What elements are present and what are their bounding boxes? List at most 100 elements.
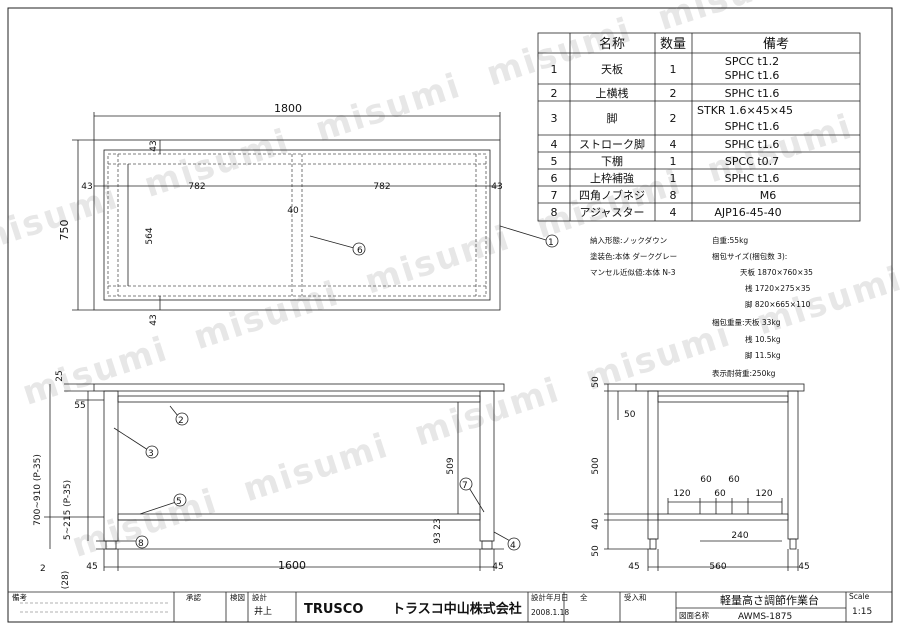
row-name: アジャスター bbox=[579, 206, 644, 219]
row-note: SPCC t1.2 bbox=[725, 55, 779, 68]
spec-line: 塗装色:本体 ダークグレー bbox=[590, 251, 677, 261]
dim-leg-right: 45 bbox=[492, 562, 503, 572]
watermark-text: misumi bbox=[581, 314, 737, 399]
dim-60a: 60 bbox=[700, 475, 712, 485]
dim-top-thickness: 25 bbox=[55, 370, 65, 381]
row-name: ストローク脚 bbox=[579, 137, 645, 151]
dim-shelf-range: 5~215 (P-35) bbox=[63, 480, 73, 540]
dim-shelf: 40 bbox=[591, 518, 601, 530]
row-no: 6 bbox=[551, 172, 558, 185]
designer-name: 井上 bbox=[254, 605, 272, 617]
watermark-text: misumi bbox=[67, 481, 223, 566]
dim-60c: 60 bbox=[728, 475, 740, 485]
scale-value: 1:15 bbox=[852, 607, 872, 617]
row-qty: 2 bbox=[670, 112, 677, 125]
dim-60b: 60 bbox=[714, 489, 726, 499]
row-note: SPHC t1.6 bbox=[725, 120, 780, 133]
watermark-text: misumi bbox=[409, 370, 565, 455]
row-qty: 2 bbox=[670, 87, 677, 100]
spec-notes-right: 自重:55kg 梱包サイズ(梱包数 3): 天板 1870×760×35 桟 1… bbox=[712, 235, 813, 378]
row-no: 8 bbox=[551, 206, 558, 219]
row-note: SPHC t1.6 bbox=[725, 138, 780, 151]
header-notes: 備考 bbox=[763, 36, 789, 52]
side-view-labels: 50 50 500 40 50 120 60 60 60 120 240 45 … bbox=[591, 376, 810, 572]
row-qty: 8 bbox=[670, 189, 677, 202]
dim-center: 40 bbox=[287, 206, 299, 216]
header-name: 名称 bbox=[599, 36, 625, 52]
approve-label: 承認 bbox=[186, 592, 201, 602]
dim-inner-depth: 560 bbox=[709, 562, 726, 572]
row-qty: 1 bbox=[670, 63, 677, 76]
callout-bubble bbox=[507, 537, 521, 551]
scale-label: Scale bbox=[849, 592, 870, 601]
callout: 2 bbox=[178, 416, 184, 426]
design-date: 2008.1.18 bbox=[531, 608, 569, 617]
front-view-labels: 25 55 700~910 (P-35) 5~215 (P-35) 2 (28)… bbox=[33, 370, 521, 589]
dim-leg-left: 45 bbox=[86, 562, 97, 572]
row-name: 下棚 bbox=[601, 154, 623, 168]
dim-foot-paren: (28) bbox=[61, 571, 71, 589]
dim-edge-top: 43 bbox=[149, 140, 159, 151]
all-label: 全 bbox=[580, 592, 588, 602]
side-view bbox=[604, 383, 805, 571]
callout: 4 bbox=[510, 541, 516, 551]
spec-line: 梱包重量:天板 33kg bbox=[712, 317, 781, 327]
spec-line: 桟 1720×275×35 bbox=[745, 283, 811, 293]
dim-120b: 120 bbox=[755, 489, 772, 499]
spec-line: 表示耐荷重:250kg bbox=[712, 368, 776, 378]
dim-span-right: 782 bbox=[373, 182, 390, 192]
spec-line: 自重:55kg bbox=[712, 235, 748, 245]
sheet-border bbox=[7, 7, 893, 623]
dim-93: 93 bbox=[433, 532, 443, 543]
row-no: 5 bbox=[551, 155, 558, 168]
dim-depth: 750 bbox=[58, 220, 71, 241]
row-name: 四角ノブネジ bbox=[579, 188, 645, 202]
callout-6: 6 bbox=[357, 246, 363, 256]
callout-bubble bbox=[135, 535, 149, 549]
dim-height: 500 bbox=[591, 457, 601, 474]
spec-line: 天板 1870×760×35 bbox=[740, 267, 813, 277]
company-name: トラスコ中山株式会社 bbox=[392, 601, 522, 617]
row-note: SPHC t1.6 bbox=[725, 172, 780, 185]
callout-bubble bbox=[459, 477, 473, 491]
dim-rail: 55 bbox=[74, 401, 85, 411]
callout-bubble bbox=[173, 493, 187, 507]
watermark-text: misumi bbox=[482, 10, 638, 95]
dim-edge-left: 43 bbox=[81, 182, 92, 192]
row-note: STKR 1.6×45×45 bbox=[697, 104, 793, 117]
dim-leg-right: 45 bbox=[798, 562, 809, 572]
spec-line: 桟 10.5kg bbox=[745, 334, 781, 344]
top-view bbox=[72, 112, 547, 311]
design-label: 設計 bbox=[252, 592, 267, 602]
dim-span-left: 782 bbox=[188, 182, 205, 192]
row-name: 天板 bbox=[601, 62, 623, 76]
date-label: 設計年月日 bbox=[531, 592, 569, 602]
watermark-text: misumi bbox=[18, 329, 174, 414]
callout: 3 bbox=[148, 449, 154, 459]
row-name: 上枠補強 bbox=[590, 171, 634, 185]
dim-edge-bottom: 43 bbox=[149, 314, 159, 325]
row-no: 2 bbox=[551, 87, 558, 100]
dim-240: 240 bbox=[731, 531, 748, 541]
buyer-label: 受入和 bbox=[624, 592, 647, 602]
remarks-label: 備考 bbox=[12, 592, 27, 602]
callout-bubble bbox=[175, 412, 189, 426]
dim-120a: 120 bbox=[673, 489, 690, 499]
callout-bubble bbox=[145, 445, 159, 459]
row-qty: 4 bbox=[670, 138, 677, 151]
brand-logo: TRUSCO bbox=[304, 602, 363, 617]
row-qty: 4 bbox=[670, 206, 677, 219]
dim-overall-width: 1800 bbox=[274, 102, 302, 115]
drawing-number: AWMS-1875 bbox=[738, 612, 792, 622]
spec-line: マンセル近似値:本体 N-3 bbox=[590, 267, 676, 277]
row-no: 3 bbox=[551, 112, 558, 125]
watermark: misumi misumi misumi misumi misumi misum… bbox=[0, 0, 900, 566]
dim-shelf-height: 509 bbox=[446, 457, 456, 474]
drawing-title: 軽量高さ調節作業台 bbox=[720, 593, 819, 607]
callout: 8 bbox=[138, 539, 144, 549]
parts-table-text: 名称 数量 備考 1 天板 1 SPCC t1.2 SPHC t1.6 2 上横… bbox=[551, 36, 793, 219]
row-note: SPHC t1.6 bbox=[725, 87, 780, 100]
dim-leg-left: 45 bbox=[628, 562, 639, 572]
